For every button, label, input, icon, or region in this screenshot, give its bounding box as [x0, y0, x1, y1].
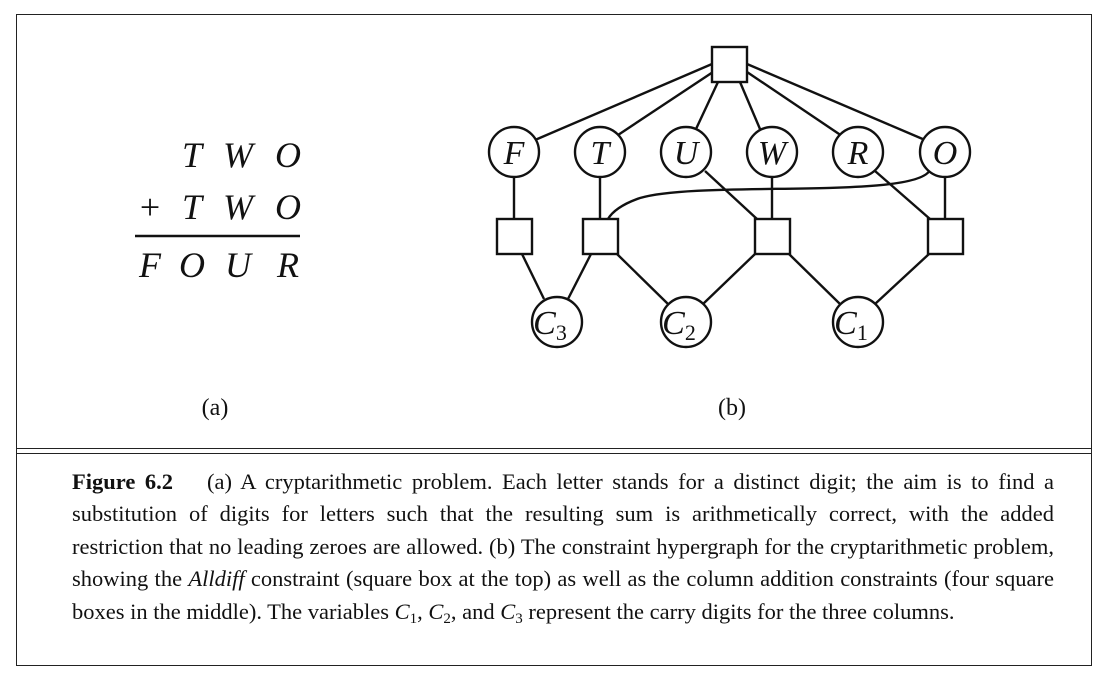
edge-col3-C2 — [616, 253, 669, 305]
edge-alldiff-F — [534, 62, 713, 142]
row2-letter-3: O — [275, 187, 301, 227]
edge-U-col2 — [704, 170, 758, 220]
result-letter-2: O — [179, 245, 205, 285]
result-letter-1: F — [138, 245, 162, 285]
carry-sub-C3: 3 — [556, 320, 567, 345]
hypergraph — [512, 62, 947, 305]
carry-node-C3: C3 — [530, 295, 584, 349]
variable-label-U: U — [674, 135, 701, 172]
edge-O-col3 — [606, 169, 932, 220]
edge-alldiff-R — [746, 71, 843, 137]
caption-c1-var: C — [394, 598, 410, 624]
variable-node-U: U — [659, 125, 713, 179]
variable-nodes: F T U W R O — [487, 125, 972, 179]
variable-label-T: T — [591, 135, 612, 172]
column-constraint-box-1 — [495, 217, 534, 256]
edge-R-col1 — [874, 170, 931, 220]
variable-label-R: R — [847, 135, 869, 172]
constraint-boxes — [495, 45, 965, 256]
cryptarithm: T W O + T W O F O U R — [135, 135, 301, 285]
figure-frame — [16, 14, 1092, 666]
edge-alldiff-O — [746, 62, 926, 142]
panel-b-label: (b) — [718, 395, 746, 421]
edge-col4-C3 — [520, 253, 546, 300]
caption-text-4: , and — [450, 598, 501, 624]
figure-label: Figure 6.2 — [72, 469, 174, 494]
variable-label-O: O — [933, 135, 958, 172]
edge-alldiff-U — [694, 81, 720, 130]
caption-alldiff: Alldiff — [188, 566, 245, 592]
edge-alldiff-T — [614, 70, 714, 139]
carry-node-C1: C1 — [831, 295, 885, 349]
variable-label-W: W — [758, 135, 789, 172]
carry-nodes: C3 C2 C1 — [530, 295, 885, 349]
edge-col2-C2 — [702, 253, 756, 305]
edge-col1-C1 — [874, 253, 930, 305]
caption-divider-bottom — [16, 453, 1092, 454]
caption-c2-var: C — [428, 598, 444, 624]
carry-sub-C1: 1 — [857, 320, 868, 345]
carry-sub-C2: 2 — [685, 320, 696, 345]
carry-node-C2: C2 — [659, 295, 713, 349]
caption-c3-var: C — [500, 598, 516, 624]
row1-letter-1: T — [182, 135, 205, 175]
column-constraint-box-4 — [926, 217, 965, 256]
edge-col3-C3 — [566, 253, 593, 300]
alldiff-constraint-box — [710, 45, 749, 84]
variable-node-F: F — [487, 125, 541, 179]
row2-letter-1: T — [182, 187, 205, 227]
column-constraint-box-2 — [581, 217, 620, 256]
row2-letter-2: W — [223, 187, 256, 227]
caption-divider-top — [16, 448, 1092, 449]
caption-text-3: , — [417, 598, 423, 624]
variable-node-W: W — [745, 125, 799, 179]
edge-alldiff-W — [738, 81, 762, 130]
caption-text-2: constraint (square box at the top) as we… — [72, 566, 1054, 624]
row1-letter-3: O — [275, 135, 301, 175]
variable-node-R: R — [831, 125, 885, 179]
caption-c2-sub: 2 — [443, 610, 451, 627]
svg-text:C3: C3 — [533, 305, 567, 345]
svg-text:C2: C2 — [662, 305, 696, 345]
variable-node-O: O — [918, 125, 972, 179]
variable-label-F: F — [503, 135, 526, 172]
figure-caption: Figure 6.2(a) A cryptarithmetic problem.… — [72, 466, 1054, 628]
caption-c3-sub: 3 — [515, 610, 523, 627]
carry-label-C3: C — [533, 305, 556, 342]
result-letter-3: U — [225, 245, 253, 285]
column-constraint-box-3 — [753, 217, 792, 256]
caption-text-1: (a) A cryptarithmetic problem. Each lett… — [72, 469, 1054, 592]
carry-label-C1: C — [834, 305, 857, 342]
edge-col2-C1 — [788, 253, 841, 305]
carry-label-C2: C — [662, 305, 685, 342]
row1-letter-2: W — [223, 135, 256, 175]
variable-node-T: T — [573, 125, 627, 179]
caption-text-5: represent the carry digits for the three… — [522, 598, 955, 624]
result-letter-4: R — [276, 245, 299, 285]
svg-text:C1: C1 — [834, 305, 868, 345]
panel-a-label: (a) — [202, 395, 229, 421]
plus-operator: + — [140, 187, 160, 227]
caption-c1-sub: 1 — [409, 610, 418, 627]
figure-diagram: T W O + T W O F O U R (a) — [135, 45, 972, 421]
